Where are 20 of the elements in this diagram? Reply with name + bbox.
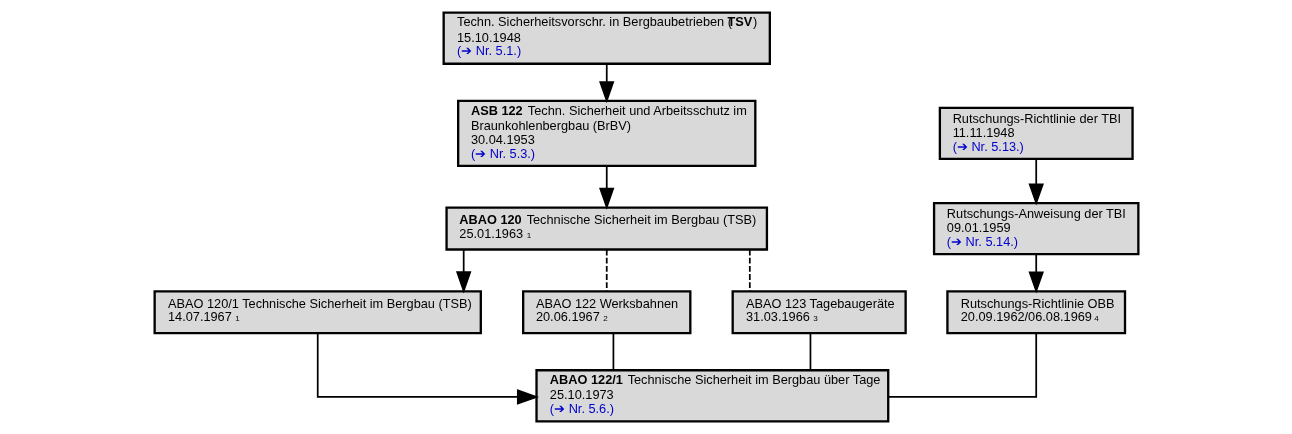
node-box: Rutschungs-Anweisung der TBI 09.01.1959 (➔ Nr. 5.14.) bbox=[932, 201, 1139, 256]
arrow bbox=[598, 165, 614, 210]
node-box: ABAO 123 Tagebaugeräte 31.03.1966 3 bbox=[731, 290, 907, 335]
arrow bbox=[1028, 253, 1044, 294]
node-box: ABAO 122 Werksbahnen 20.06.1967 2 bbox=[521, 290, 691, 335]
node-box: ABAO 120/1 Technische Sicherheit im Bergbau (TSB) 14.07.1967 1 bbox=[153, 290, 482, 335]
connector bbox=[612, 332, 614, 372]
arrow bbox=[455, 248, 471, 294]
node-box: ABAO 122/1 Technische Sicherheit im Bergbau über Tage 25.10.1973 (➔ Nr. 5.6.) bbox=[534, 369, 889, 423]
connector bbox=[605, 248, 608, 292]
node-box: ABAO 120 Technische Sicherheit im Bergbau (TSB) 25.01.1963 1 bbox=[444, 206, 768, 251]
arrow bbox=[1028, 158, 1044, 206]
node-box: Rutschungs-Richtlinie der TBI 11.11.1948 (➔ Nr. 5.13.) bbox=[938, 106, 1134, 161]
node-box: ASB 122 Techn. Sicherheit und Arbeitsschutz im Braunkohlenbergbau (BrBV) 30.04.1953 (➔ Nr. 5.3.) bbox=[456, 99, 756, 168]
node-box: Rutschungs-Richtlinie OBB 20.09.1962/06.08.1969 4 bbox=[945, 290, 1126, 335]
arrow bbox=[598, 63, 614, 104]
connector bbox=[809, 332, 811, 372]
connector bbox=[887, 332, 1037, 398]
arrow bbox=[316, 332, 539, 405]
connector bbox=[748, 248, 751, 292]
